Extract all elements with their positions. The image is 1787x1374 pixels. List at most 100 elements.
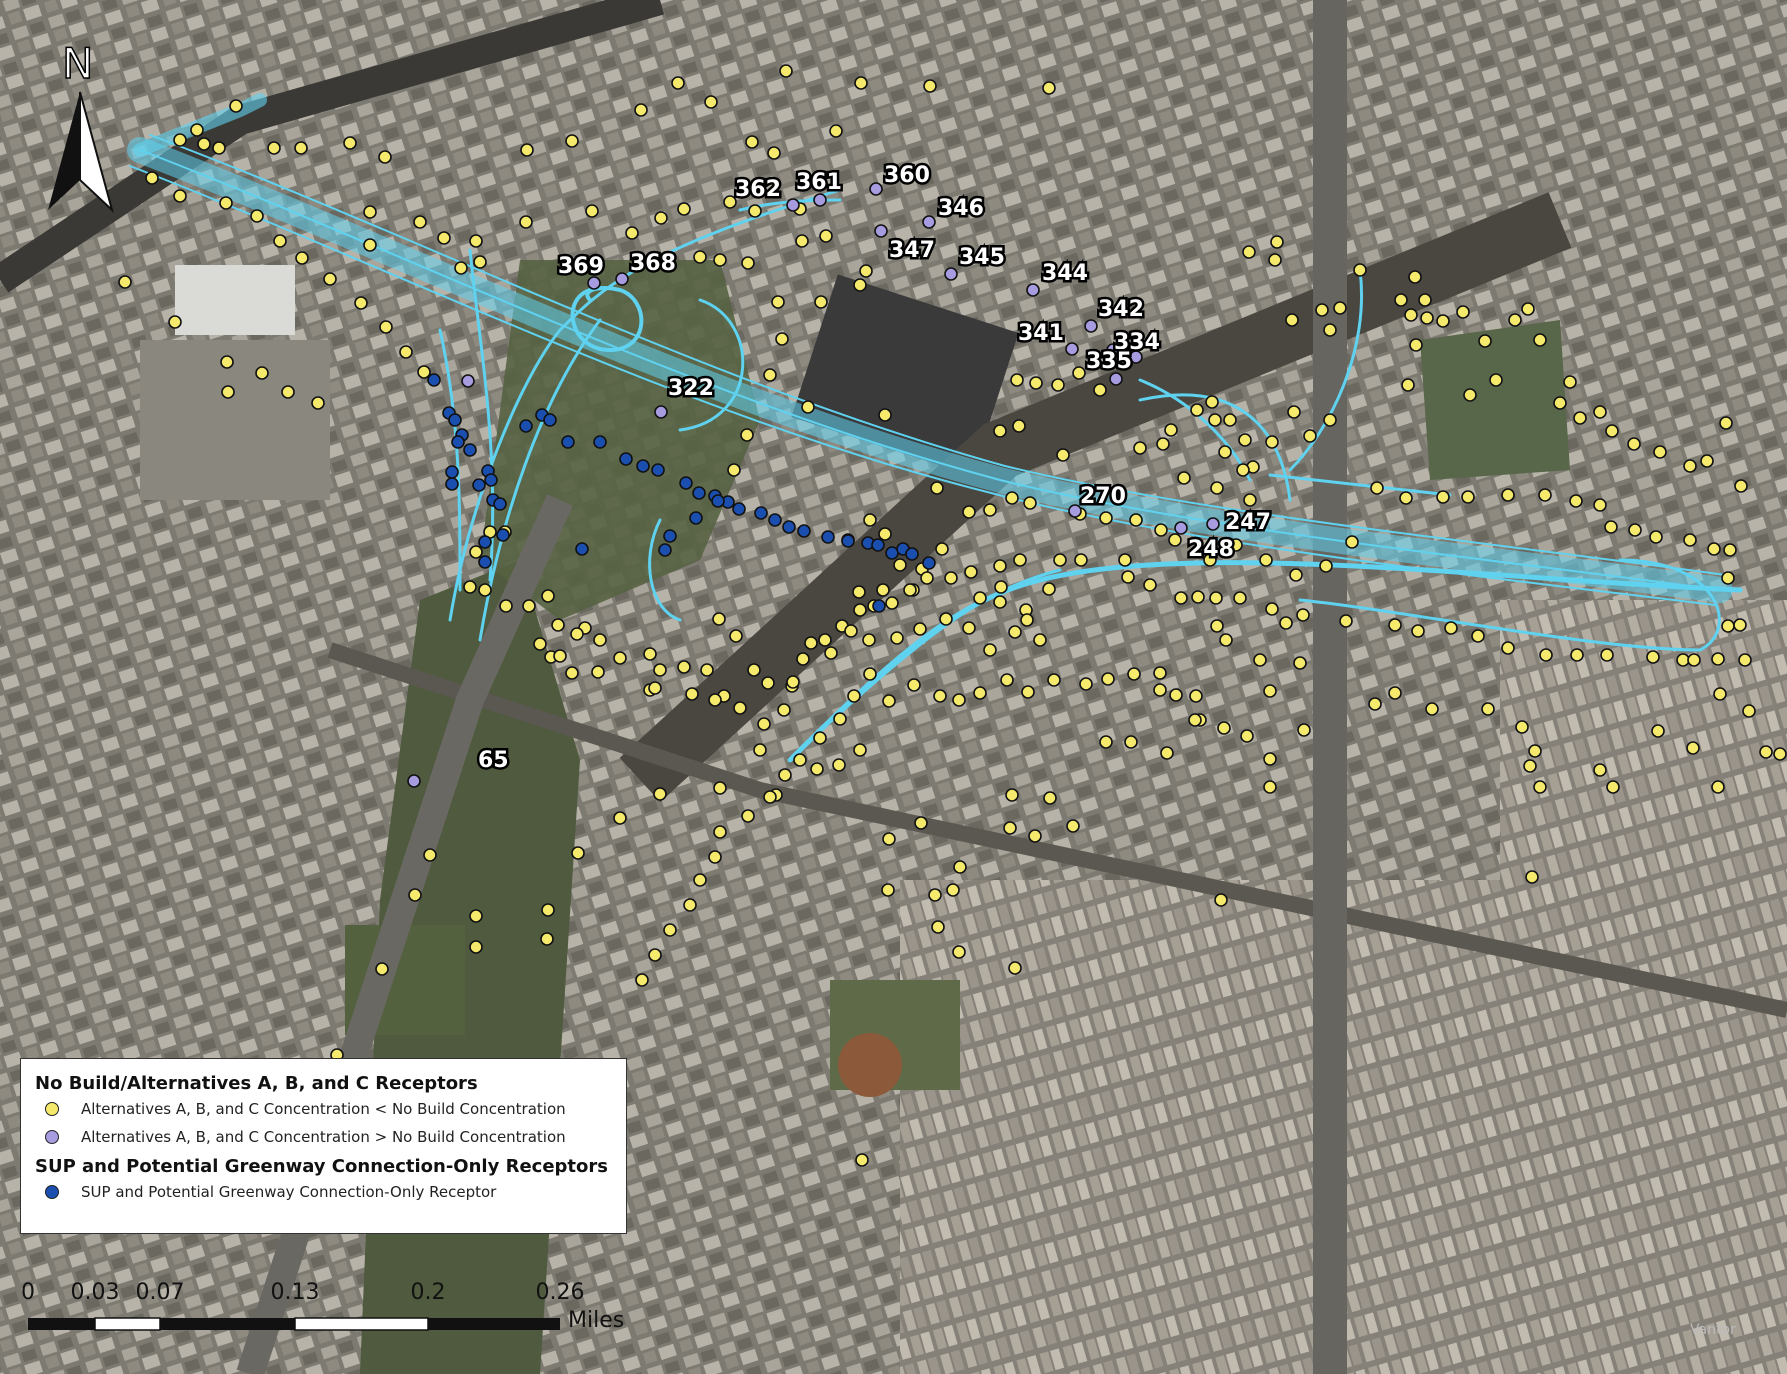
yellow-receptor-284[interactable]	[541, 903, 555, 917]
lavender-receptor-19[interactable]	[1206, 517, 1220, 531]
yellow-receptor-236[interactable]	[1471, 629, 1485, 643]
yellow-receptor-21[interactable]	[168, 315, 182, 329]
yellow-receptor-246[interactable]	[1425, 702, 1439, 716]
yellow-receptor-226[interactable]	[1174, 591, 1188, 605]
yellow-receptor-252[interactable]	[1593, 763, 1607, 777]
yellow-receptor-253[interactable]	[1606, 780, 1620, 794]
yellow-receptor-215[interactable]	[885, 596, 899, 610]
yellow-receptor-113[interactable]	[1418, 293, 1432, 307]
yellow-receptor-312[interactable]	[1118, 553, 1132, 567]
yellow-receptor-30[interactable]	[469, 234, 483, 248]
yellow-receptor-5[interactable]	[212, 141, 226, 155]
yellow-receptor-259[interactable]	[1263, 752, 1277, 766]
blue-receptor-44[interactable]	[658, 543, 672, 557]
yellow-receptor-72[interactable]	[1056, 448, 1070, 462]
yellow-receptor-17[interactable]	[379, 320, 393, 334]
yellow-receptor-257[interactable]	[1742, 704, 1756, 718]
yellow-receptor-68[interactable]	[878, 408, 892, 422]
yellow-receptor-31[interactable]	[454, 261, 468, 275]
blue-receptor-15[interactable]	[478, 555, 492, 569]
yellow-receptor-303[interactable]	[928, 888, 942, 902]
yellow-receptor-32[interactable]	[363, 238, 377, 252]
yellow-receptor-54[interactable]	[795, 234, 809, 248]
yellow-receptor-169[interactable]	[876, 583, 890, 597]
yellow-receptor-221[interactable]	[1013, 553, 1027, 567]
yellow-receptor-154[interactable]	[1259, 553, 1273, 567]
yellow-receptor-191[interactable]	[499, 599, 513, 613]
blue-receptor-12[interactable]	[496, 528, 510, 542]
yellow-receptor-356[interactable]	[663, 923, 677, 937]
yellow-receptor-40[interactable]	[779, 64, 793, 78]
yellow-receptor-342[interactable]	[913, 622, 927, 636]
yellow-receptor-231[interactable]	[1296, 608, 1310, 622]
yellow-receptor-315[interactable]	[878, 527, 892, 541]
yellow-receptor-63[interactable]	[775, 332, 789, 346]
lavender-receptor-9[interactable]	[874, 224, 888, 238]
yellow-receptor-211[interactable]	[824, 646, 838, 660]
yellow-receptor-80[interactable]	[1164, 423, 1178, 437]
yellow-receptor-123[interactable]	[1508, 313, 1522, 327]
yellow-receptor-157[interactable]	[1168, 533, 1182, 547]
yellow-receptor-355[interactable]	[683, 898, 697, 912]
yellow-receptor-131[interactable]	[1627, 437, 1641, 451]
yellow-receptor-327[interactable]	[1263, 684, 1277, 698]
yellow-receptor-289[interactable]	[375, 962, 389, 976]
yellow-receptor-334[interactable]	[994, 580, 1008, 594]
yellow-receptor-358[interactable]	[635, 973, 649, 987]
yellow-receptor-203[interactable]	[685, 687, 699, 701]
yellow-receptor-316[interactable]	[852, 585, 866, 599]
yellow-receptor-18[interactable]	[399, 345, 413, 359]
blue-receptor-42[interactable]	[689, 511, 703, 525]
yellow-receptor-232[interactable]	[1339, 614, 1353, 628]
yellow-receptor-1[interactable]	[190, 123, 204, 137]
yellow-receptor-350[interactable]	[763, 790, 777, 804]
blue-receptor-6[interactable]	[445, 477, 459, 491]
yellow-receptor-96[interactable]	[1461, 490, 1475, 504]
yellow-receptor-207[interactable]	[747, 663, 761, 677]
lavender-receptor-15[interactable]	[1129, 350, 1143, 364]
yellow-receptor-61[interactable]	[741, 256, 755, 270]
yellow-receptor-328[interactable]	[1293, 656, 1307, 670]
yellow-receptor-190[interactable]	[522, 599, 536, 613]
blue-receptor-30[interactable]	[768, 513, 782, 527]
yellow-receptor-192[interactable]	[478, 583, 492, 597]
blue-receptor-24[interactable]	[679, 476, 693, 490]
yellow-receptor-293[interactable]	[1005, 788, 1019, 802]
yellow-receptor-20[interactable]	[118, 275, 132, 289]
lavender-receptor-7[interactable]	[869, 182, 883, 196]
yellow-receptor-148[interactable]	[1205, 395, 1219, 409]
blue-receptor-0[interactable]	[427, 373, 441, 387]
yellow-receptor-35[interactable]	[565, 134, 579, 148]
yellow-receptor-228[interactable]	[1209, 591, 1223, 605]
yellow-receptor-272[interactable]	[933, 689, 947, 703]
yellow-receptor-353[interactable]	[708, 850, 722, 864]
yellow-receptor-149[interactable]	[1223, 413, 1237, 427]
yellow-receptor-200[interactable]	[593, 633, 607, 647]
yellow-receptor-118[interactable]	[1436, 314, 1450, 328]
yellow-receptor-326[interactable]	[1253, 653, 1267, 667]
yellow-receptor-230[interactable]	[1265, 602, 1279, 616]
yellow-receptor-235[interactable]	[1444, 621, 1458, 635]
yellow-receptor-224[interactable]	[1121, 570, 1135, 584]
yellow-receptor-109[interactable]	[1713, 687, 1727, 701]
lavender-receptor-11[interactable]	[1026, 283, 1040, 297]
yellow-receptor-48[interactable]	[625, 226, 639, 240]
yellow-receptor-301[interactable]	[882, 832, 896, 846]
yellow-receptor-285[interactable]	[469, 909, 483, 923]
yellow-receptor-304[interactable]	[931, 920, 945, 934]
blue-receptor-37[interactable]	[885, 546, 899, 560]
yellow-receptor-22[interactable]	[220, 355, 234, 369]
yellow-receptor-198[interactable]	[570, 627, 584, 641]
yellow-receptor-94[interactable]	[1399, 491, 1413, 505]
yellow-receptor-340[interactable]	[962, 621, 976, 635]
yellow-receptor-335[interactable]	[1020, 613, 1034, 627]
yellow-receptor-150[interactable]	[1236, 463, 1250, 477]
yellow-receptor-162[interactable]	[1023, 496, 1037, 510]
yellow-receptor-124[interactable]	[1521, 302, 1535, 316]
yellow-receptor-175[interactable]	[777, 703, 791, 717]
yellow-receptor-320[interactable]	[1160, 746, 1174, 760]
yellow-receptor-217[interactable]	[920, 571, 934, 585]
yellow-receptor-117[interactable]	[1420, 311, 1434, 325]
yellow-receptor-276[interactable]	[832, 758, 846, 772]
yellow-receptor-258[interactable]	[1773, 747, 1787, 761]
